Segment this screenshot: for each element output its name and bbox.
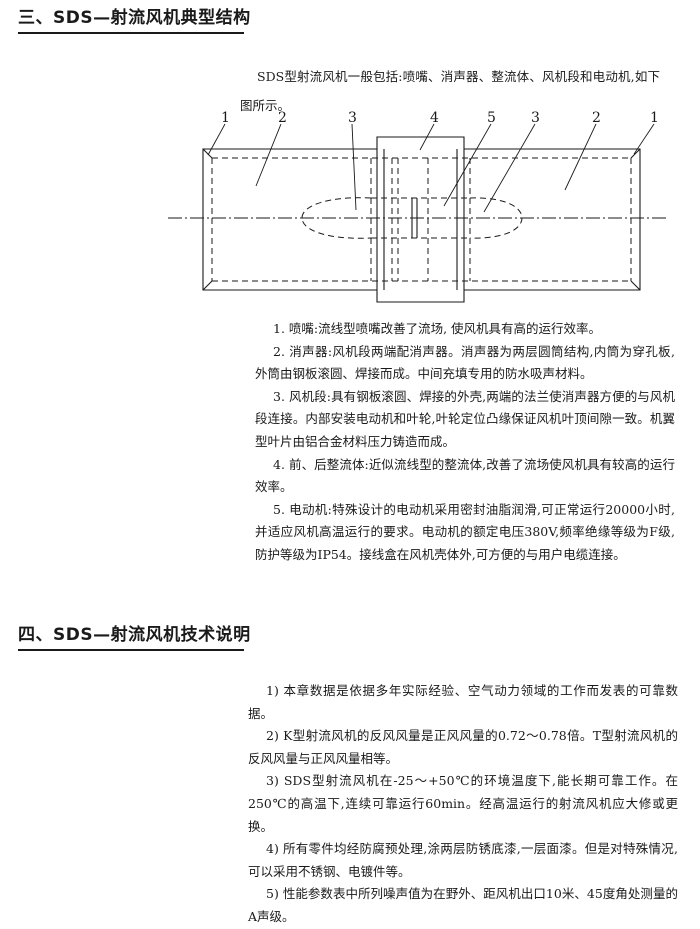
diagram-label-2: 2: [278, 110, 287, 126]
list-item-corrosion: 4) 所有零件均经防腐预处理,涂两层防锈底漆,一层面漆。但是对特殊情况,可以采用…: [248, 841, 678, 879]
list-item-fan-section: 3. 风机段:具有钢板滚圆、焊接的外壳,两端的法兰使消声器方便的与风机段连接。内…: [255, 388, 675, 449]
section-4-title: 四、SDS—射流风机技术说明: [18, 625, 251, 645]
diagram-label-1: 1: [221, 110, 230, 126]
leader-line: [564, 123, 597, 191]
diagram-label-3: 3: [348, 110, 357, 126]
list-item-data-source: 1) 本章数据是依据多年实际经验、空气动力领域的工作而发表的可靠数据。: [248, 683, 678, 721]
section-4-title-underline: [18, 649, 244, 651]
diagram-label-1: 1: [650, 110, 659, 126]
list-item-reverse-airflow: 2) K型射流风机的反风风量是正风风量的0.72～0.78倍。T型射流风机的反风…: [248, 728, 678, 766]
list-item-noise: 5) 性能参数表中所列噪声值为在野外、距风机出口10米、45度角处测量的A声级。: [248, 886, 678, 924]
section-4-spec-list: 1) 本章数据是依据多年实际经验、空气动力领域的工作而发表的可靠数据。 2) K…: [248, 680, 678, 929]
leader-line: [443, 123, 492, 207]
list-item-nozzle: 1. 喷嘴:流线型喷嘴改善了流场, 使风机具有高的运行效率。: [273, 321, 602, 336]
leader-line: [419, 123, 435, 151]
leader-line: [633, 123, 655, 155]
leader-line: [255, 123, 282, 187]
fan-casing-outline: [202, 136, 641, 303]
section-3-component-list: 1. 喷嘴:流线型喷嘴改善了流场, 使风机具有高的运行效率。 2. 消声器:风机…: [255, 318, 675, 567]
right-nozzle-edge: [630, 148, 641, 159]
list-item-temperature: 3) SDS型射流风机在-25～+50℃的环境温度下,能长期可靠工作。在250℃…: [248, 773, 678, 834]
right-nozzle-edge: [630, 280, 641, 291]
section-3-title-underline: [18, 32, 244, 34]
left-nozzle-edge: [202, 148, 213, 159]
diagram-label-5: 5: [487, 110, 496, 126]
list-item-motor: 5. 电动机:特殊设计的电动机采用密封油脂润滑,可正常运行20000小时,并适应…: [255, 501, 675, 562]
leader-line: [351, 123, 357, 211]
left-nozzle-edge: [202, 280, 213, 291]
diagram-label-4: 4: [430, 110, 439, 126]
section-3-intro: SDS型射流风机一般包括:喷嘴、消声器、整流体、风机段和电动机,如下图所示。: [240, 69, 660, 113]
leader-line: [207, 123, 226, 156]
leader-line: [483, 123, 536, 213]
list-item-silencer: 2. 消声器:风机段两端配消声器。消声器为两层圆筒结构,内筒为穿孔板,外筒由钢板…: [255, 343, 675, 382]
front-fairing: [301, 197, 372, 239]
diagram-label-3: 3: [531, 110, 540, 126]
diagram-label-2: 2: [592, 110, 601, 126]
section-3-title: 三、SDS—射流风机典型结构: [18, 8, 251, 28]
list-item-fairing: 4. 前、后整流体:近似流线型的整流体,改善了流场使风机具有较高的运行效率。: [255, 456, 675, 495]
